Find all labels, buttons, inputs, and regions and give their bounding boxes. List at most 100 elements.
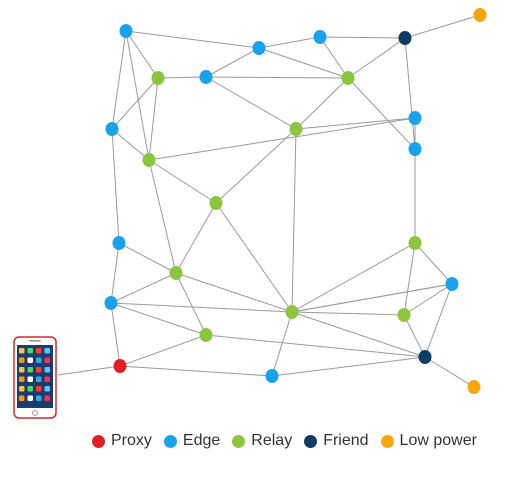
- link-e11-r10: [403, 283, 453, 316]
- proxy-node-p1: [113, 359, 127, 373]
- relay-node-r3: [142, 153, 156, 167]
- relay-node-r2: [341, 71, 355, 85]
- app-icon: [36, 376, 42, 382]
- app-icon: [44, 386, 50, 392]
- legend-item-low-power: Low power: [380, 431, 477, 451]
- link-e9-r8: [118, 242, 177, 274]
- link-r6-r9: [291, 242, 416, 313]
- app-icon: [44, 357, 50, 363]
- link-r1-e4: [157, 76, 207, 79]
- edge-node-e9: [112, 236, 126, 250]
- app-icon: [44, 367, 50, 373]
- link-r8-e10: [110, 272, 177, 304]
- relay-node-r4: [289, 122, 303, 136]
- link-p1-phone: [57, 365, 121, 376]
- app-icon: [27, 386, 33, 392]
- low-power-node-lp1: [473, 8, 487, 22]
- link-f1-e8: [404, 37, 416, 150]
- link-r4-e7: [295, 117, 416, 130]
- link-r8-r7: [175, 272, 207, 336]
- edge-node-e4: [199, 70, 213, 84]
- network-links: [57, 14, 481, 388]
- link-r9-e11: [291, 283, 453, 313]
- app-icon: [44, 395, 50, 401]
- legend: Proxy Edge Relay Friend Low power: [92, 431, 489, 451]
- app-icon: [36, 367, 42, 373]
- edge-node-e10: [104, 296, 118, 310]
- app-icon: [27, 395, 33, 401]
- relay-node-r10: [397, 308, 411, 322]
- app-icon: [19, 386, 25, 392]
- legend-label-low-power: Low power: [399, 432, 477, 449]
- link-r5-r9: [215, 202, 293, 313]
- proxy-dot-icon: [92, 434, 105, 448]
- link-r9-f2: [291, 311, 426, 358]
- legend-label-relay: Relay: [251, 432, 293, 449]
- friend-dot-icon: [304, 434, 318, 448]
- link-f2-e2: [271, 356, 426, 377]
- app-icon: [27, 357, 33, 363]
- legend-item-edge: Edge: [163, 431, 220, 451]
- link-r9-e2: [271, 311, 293, 377]
- relay-node-r8: [169, 266, 183, 280]
- link-r7-f2: [205, 334, 426, 358]
- link-r6-r10: [403, 242, 416, 316]
- legend-item-proxy: Proxy: [92, 431, 152, 451]
- link-e1-e5: [125, 30, 260, 49]
- app-icon: [19, 357, 25, 363]
- link-r2-e8: [347, 77, 416, 150]
- link-r4-r9: [291, 128, 297, 313]
- link-r6-e11: [414, 242, 453, 285]
- app-icon: [27, 348, 33, 354]
- legend-label-proxy: Proxy: [111, 432, 152, 449]
- relay-node-r5: [209, 196, 223, 210]
- smartphone-icon: [13, 336, 57, 419]
- app-icon: [36, 348, 42, 354]
- low-power-node-lp2: [467, 380, 481, 394]
- app-icon: [27, 367, 33, 373]
- link-r1-r3: [148, 77, 159, 161]
- link-r5-r8: [175, 202, 217, 274]
- edge-node-e5: [252, 41, 266, 55]
- legend-label-friend: Friend: [323, 432, 369, 449]
- app-icon: [19, 395, 25, 401]
- friend-node-f2: [418, 350, 432, 364]
- network-nodes: [104, 8, 487, 394]
- app-icon: [19, 376, 25, 382]
- link-e1-r1: [125, 30, 159, 79]
- edge-node-e11: [445, 277, 459, 291]
- link-f1-r2: [347, 37, 406, 79]
- link-e11-f2: [424, 283, 453, 358]
- link-e4-r2: [205, 76, 349, 79]
- link-e1-r3: [125, 30, 150, 161]
- edge-node-e2: [265, 369, 279, 383]
- link-e5-e6: [258, 36, 321, 49]
- edge-node-e8: [408, 142, 422, 156]
- link-r7-p1: [119, 334, 207, 367]
- link-e10-r9: [110, 302, 293, 313]
- link-r9-r10: [291, 311, 405, 316]
- relay-node-r7: [199, 328, 213, 342]
- link-r3-r8: [148, 159, 177, 274]
- relay-node-r6: [408, 236, 422, 250]
- link-e10-p1: [110, 302, 121, 367]
- link-e4-r4: [205, 76, 297, 130]
- edge-node-e6: [313, 30, 327, 44]
- link-e6-r2: [319, 36, 349, 79]
- link-e10-r7: [110, 302, 207, 336]
- edge-node-e1: [119, 24, 133, 38]
- link-r8-r9: [175, 272, 293, 313]
- link-r1-e3: [111, 77, 159, 130]
- edge-node-e3: [105, 122, 119, 136]
- link-r4-r5: [215, 128, 297, 204]
- app-icon: [19, 367, 25, 373]
- link-e5-r2: [258, 47, 349, 79]
- link-r10-f2: [403, 314, 426, 358]
- link-e6-f1: [319, 36, 406, 39]
- edge-node-e7: [408, 111, 422, 125]
- link-e3-e9: [111, 128, 120, 244]
- app-icon: [19, 348, 25, 354]
- legend-item-relay: Relay: [232, 431, 292, 451]
- edge-dot-icon: [163, 434, 177, 448]
